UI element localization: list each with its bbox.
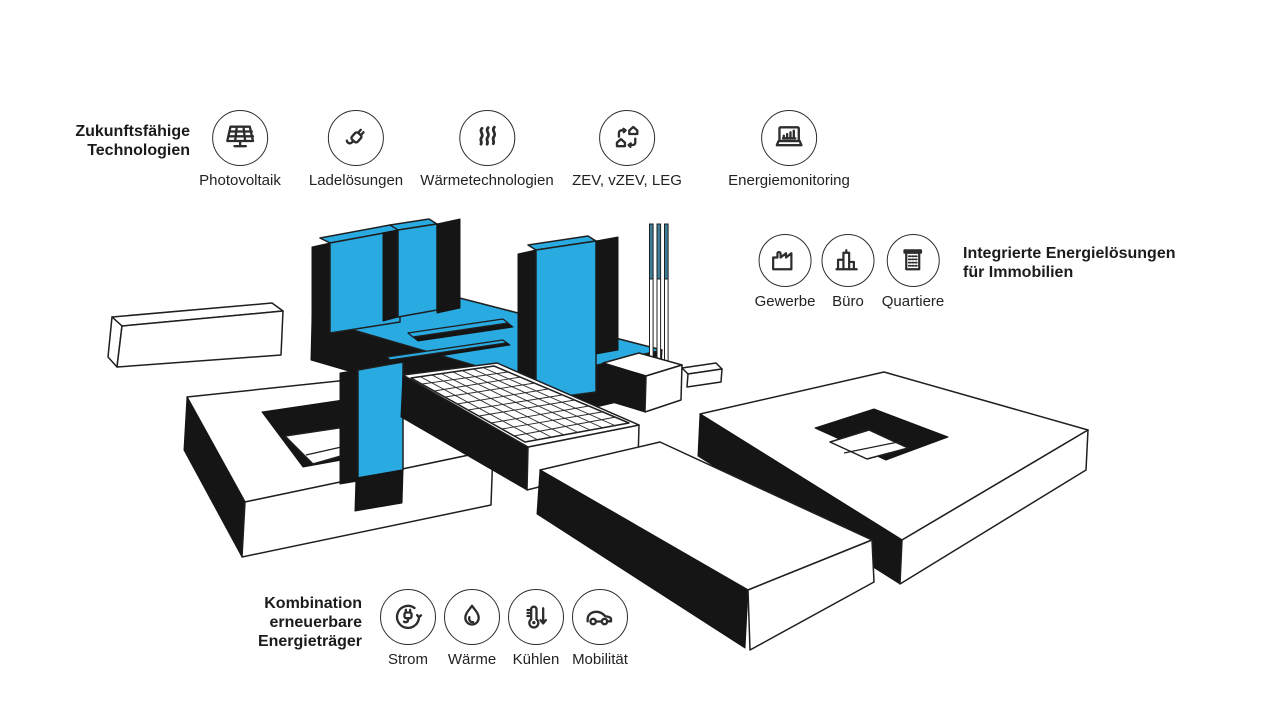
technologies-title: Zukunftsfähige Technologien [18, 122, 190, 160]
realestate-label-buero: Büro [832, 293, 864, 310]
electricity-plug-icon [380, 589, 436, 645]
apartment-block-icon [886, 234, 940, 287]
realestate-item-quartiere: Quartiere [881, 234, 945, 310]
energy-label-waerme: Wärme [447, 651, 497, 668]
tech-item-photovoltaik: Photovoltaik [199, 110, 281, 189]
tech-label-ladeloesungen: Ladelösungen [308, 172, 404, 189]
energy-item-waerme: Wärme [444, 589, 500, 668]
technologies-title-line2: Technologien [87, 142, 190, 159]
technologies-title-line1: Zukunftsfähige [75, 123, 190, 140]
energy-item-mobilitaet: Mobilität [572, 589, 628, 668]
thermometer-down-icon [508, 589, 564, 645]
energy-item-kuehlen: Kühlen [508, 589, 564, 668]
heat-waves-icon [459, 110, 515, 166]
flame-icon [444, 589, 500, 645]
houses-exchange-icon [599, 110, 655, 166]
tech-item-waermetechnologien: Wärmetechnologien [420, 110, 554, 189]
tech-item-zev: ZEV, vZEV, LEG [572, 110, 682, 189]
tech-label-waermetechnologien: Wärmetechnologien [420, 172, 554, 189]
plug-icon [327, 110, 384, 166]
solar-panel-icon [212, 110, 268, 166]
car-icon [572, 589, 628, 645]
tech-item-ladeloesungen: Ladelösungen [309, 110, 403, 189]
energy-label-kuehlen: Kühlen [512, 651, 560, 668]
energy-title-line1: Kombination [264, 595, 362, 612]
real-estate-title-line2: für Immobilien [963, 264, 1074, 281]
chimney-plant-building [601, 223, 723, 413]
energy-label-strom: Strom [387, 651, 428, 668]
tech-item-energiemonitoring: Energiemonitoring [728, 110, 850, 189]
energy-title-line3: Energieträger [257, 633, 362, 650]
realestate-label-gewerbe: Gewerbe [754, 293, 816, 310]
solar-panel-field [400, 362, 640, 491]
thin-bar-building [107, 302, 284, 368]
front-slab-building [536, 441, 875, 651]
laptop-chart-icon [761, 110, 817, 166]
office-towers-icon [821, 234, 875, 287]
energy-item-strom: Strom [380, 589, 436, 668]
realestate-item-gewerbe: Gewerbe [754, 234, 816, 310]
realestate-label-quartiere: Quartiere [881, 293, 945, 310]
tech-label-energiemonitoring: Energiemonitoring [728, 172, 850, 189]
real-estate-title-line1: Integrierte Energielösungen [963, 245, 1176, 262]
real-estate-title: Integrierte Energielösungen für Immobili… [963, 244, 1193, 282]
factory-icon [758, 234, 812, 287]
tech-label-zev: ZEV, vZEV, LEG [572, 172, 682, 189]
realestate-item-buero: Büro [821, 234, 875, 310]
tech-label-photovoltaik: Photovoltaik [199, 172, 281, 189]
energy-title-line2: erneuerbare [269, 614, 363, 631]
energy-label-mobilitaet: Mobilität [572, 651, 628, 668]
energy-carriers-title: Kombination erneuerbare Energieträger [182, 594, 362, 651]
